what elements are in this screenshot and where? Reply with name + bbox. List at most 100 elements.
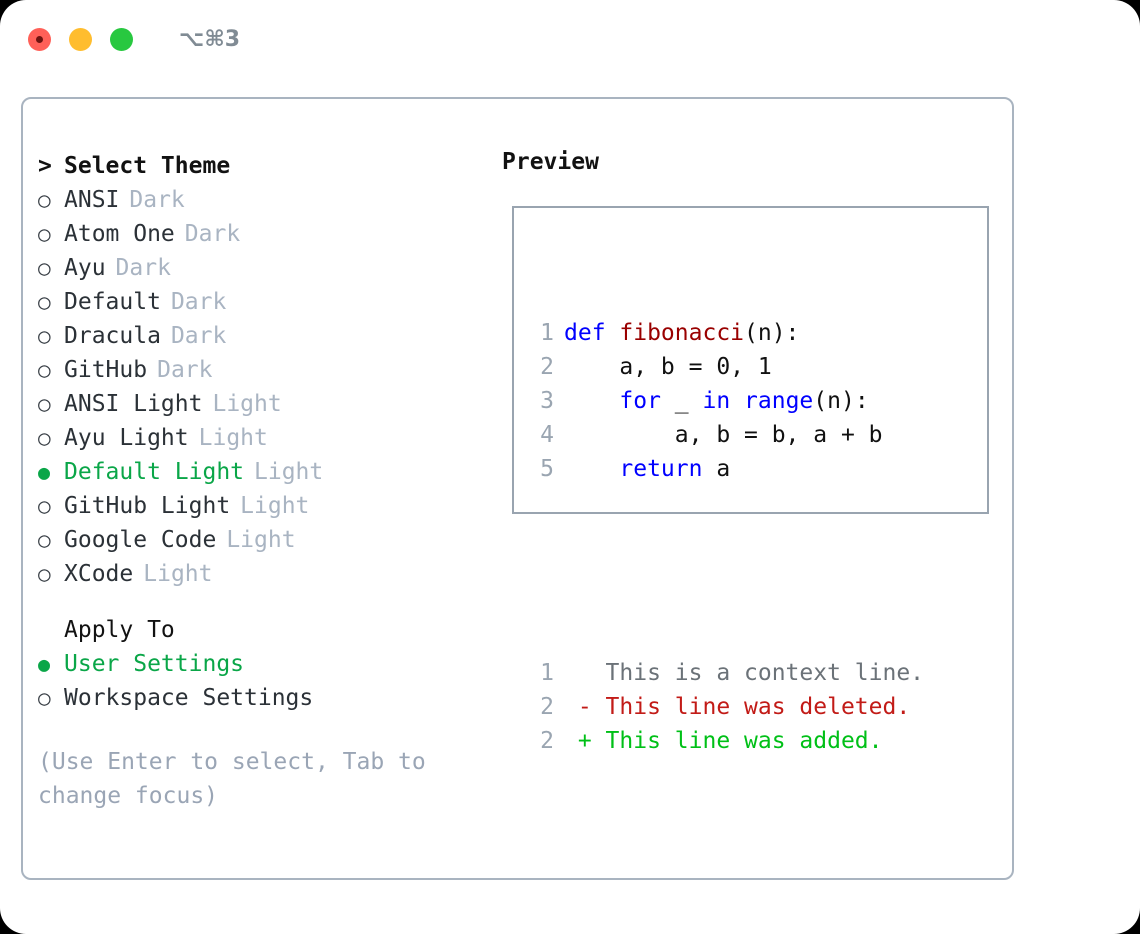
diff-line-text: This is a context line. [564, 660, 925, 686]
radio-unselected-icon: ○ [38, 290, 51, 314]
line-number: 5 [540, 456, 554, 482]
diff-lines: 1 This is a context line.2 - This line w… [526, 656, 924, 758]
line-number: 1 [540, 660, 554, 686]
code-token: return [619, 456, 703, 482]
diff-line-text: + This line was added. [564, 728, 883, 754]
line-number: 4 [540, 422, 554, 448]
select-theme-label: Select Theme [64, 153, 231, 179]
apply-to-option[interactable]: ○ Workspace Settings [38, 681, 498, 715]
theme-name: Default [64, 289, 161, 315]
apply-to-header: Apply To [38, 613, 498, 647]
diff-line: 1 This is a context line. [526, 656, 924, 690]
code-line: 4 a, b = b, a + b [526, 418, 924, 452]
theme-mode-tag: Dark [184, 221, 241, 247]
theme-name: GitHub [64, 357, 148, 383]
code-line: 5 return a [526, 452, 924, 486]
title-bar: ⌥⌘3 [0, 0, 1140, 78]
line-number: 2 [540, 694, 554, 720]
radio-unselected-icon: ○ [38, 324, 51, 348]
theme-list-item[interactable]: ○ GitHub Dark [38, 353, 498, 387]
select-theme-header: > Select Theme [38, 149, 498, 183]
theme-name: Ayu [64, 255, 106, 281]
radio-selected-icon: ● [38, 652, 51, 676]
theme-list-item[interactable]: ○ ANSI Light Light [38, 387, 498, 421]
window-title: ⌥⌘3 [179, 26, 241, 52]
radio-unselected-icon: ○ [38, 392, 51, 416]
theme-name: ANSI Light [64, 391, 203, 417]
theme-mode-tag: Dark [170, 323, 227, 349]
code-token: a, b = b, a + b [564, 422, 883, 448]
radio-unselected-icon: ○ [38, 358, 51, 382]
code-line: 2 a, b = 0, 1 [526, 350, 924, 384]
theme-name: Ayu Light [64, 425, 189, 451]
code-token: (n): [744, 320, 800, 346]
preview-title: Preview [502, 149, 599, 175]
line-number: 1 [540, 320, 554, 346]
radio-selected-icon: ● [38, 460, 51, 484]
theme-name: Google Code [64, 527, 217, 553]
code-token: fibonacci [619, 320, 745, 346]
line-number: 3 [540, 388, 554, 414]
code-token: def [564, 320, 620, 346]
code-token [564, 388, 619, 414]
code-token: a, b = 0, 1 [564, 354, 772, 380]
code-token: range [744, 388, 814, 414]
code-token [730, 388, 744, 414]
radio-unselected-icon: ○ [38, 528, 51, 552]
theme-name: XCode [64, 561, 134, 587]
line-number: 2 [540, 354, 554, 380]
code-token: a [702, 456, 731, 482]
keyboard-hint: (Use Enter to select, Tab to change focu… [38, 749, 426, 809]
theme-mode-tag: Dark [157, 357, 213, 383]
code-token: (n): [813, 388, 869, 414]
theme-list-item[interactable]: ○ Google Code Light [38, 523, 498, 557]
traffic-light-group [28, 27, 133, 51]
theme-list-item[interactable]: ○ Atom One Dark [38, 217, 498, 251]
code-line: 1 def fibonacci(n): [526, 316, 924, 350]
theme-mode-tag: Light [226, 527, 296, 553]
maximize-button-icon[interactable] [110, 27, 133, 51]
code-token: for [619, 388, 661, 414]
close-button-icon[interactable] [28, 27, 51, 51]
code-token: _ [660, 388, 703, 414]
apply-to-option[interactable]: ●User Settings [38, 647, 498, 681]
code-line: 3 for _ in range(n): [526, 384, 924, 418]
apply-to-option-label: Workspace Settings [64, 685, 314, 711]
radio-unselected-icon: ○ [38, 256, 51, 280]
radio-unselected-icon: ○ [38, 222, 51, 246]
theme-name: Atom One [64, 221, 175, 247]
diff-line-text: - This line was deleted. [564, 694, 911, 720]
apply-to-list: ●User Settings ○ Workspace Settings [38, 647, 498, 715]
theme-list-item[interactable]: ○ Dracula Dark [38, 319, 498, 353]
theme-name: GitHub Light [64, 493, 231, 519]
radio-unselected-icon: ○ [38, 686, 51, 710]
minimize-button-icon[interactable] [69, 27, 92, 51]
theme-mode-tag: Light [143, 561, 213, 587]
diff-line: 2 - This line was deleted. [526, 690, 924, 724]
theme-mode-tag: Light [212, 391, 282, 417]
code-token [564, 456, 619, 482]
radio-unselected-icon: ○ [38, 494, 51, 518]
theme-list-item[interactable]: ○ XCode Light [38, 557, 498, 591]
radio-unselected-icon: ○ [38, 562, 51, 586]
theme-name: Dracula [64, 323, 161, 349]
code-blank-line [526, 554, 924, 588]
caret-icon: > [38, 153, 52, 179]
line-number: 2 [540, 728, 554, 754]
theme-name: Default Light [64, 459, 245, 485]
apply-to-label: Apply To [64, 617, 175, 643]
